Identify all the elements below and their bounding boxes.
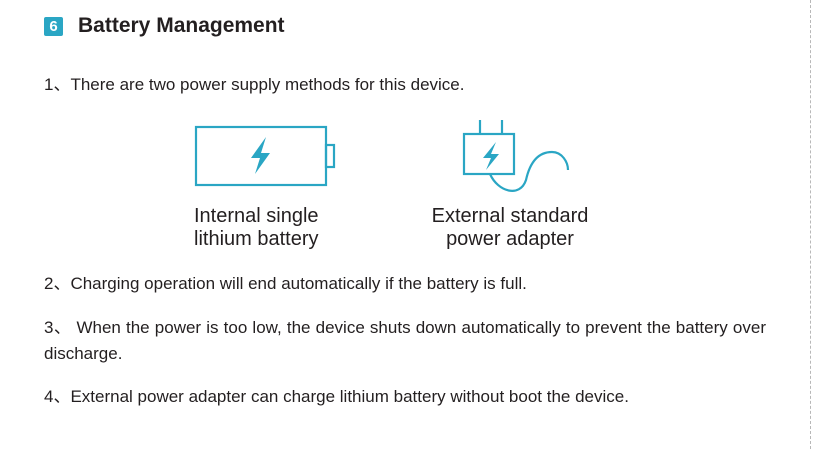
lightning-bolt-icon (483, 142, 499, 170)
power-adapter-icon (462, 120, 570, 192)
caption-external-adapter: External standard power adapter (431, 205, 589, 250)
page-edge-dashed-line (810, 0, 811, 449)
list-item-4: 4、External power adapter can charge lith… (44, 387, 629, 406)
list-item-3: 3、 When the power is too low, the device… (44, 318, 766, 363)
list-item-2: 2、Charging operation will end automatica… (44, 274, 527, 293)
section-number-badge: 6 (44, 16, 63, 36)
section-title: Battery Management (78, 14, 285, 37)
list-item-1: 1、There are two power supply methods for… (44, 75, 465, 94)
lightning-bolt-icon (251, 137, 270, 174)
battery-icon (194, 125, 336, 187)
section-header: 6 Battery Management (44, 14, 285, 38)
caption-internal-battery: Internal single lithium battery (194, 205, 319, 250)
